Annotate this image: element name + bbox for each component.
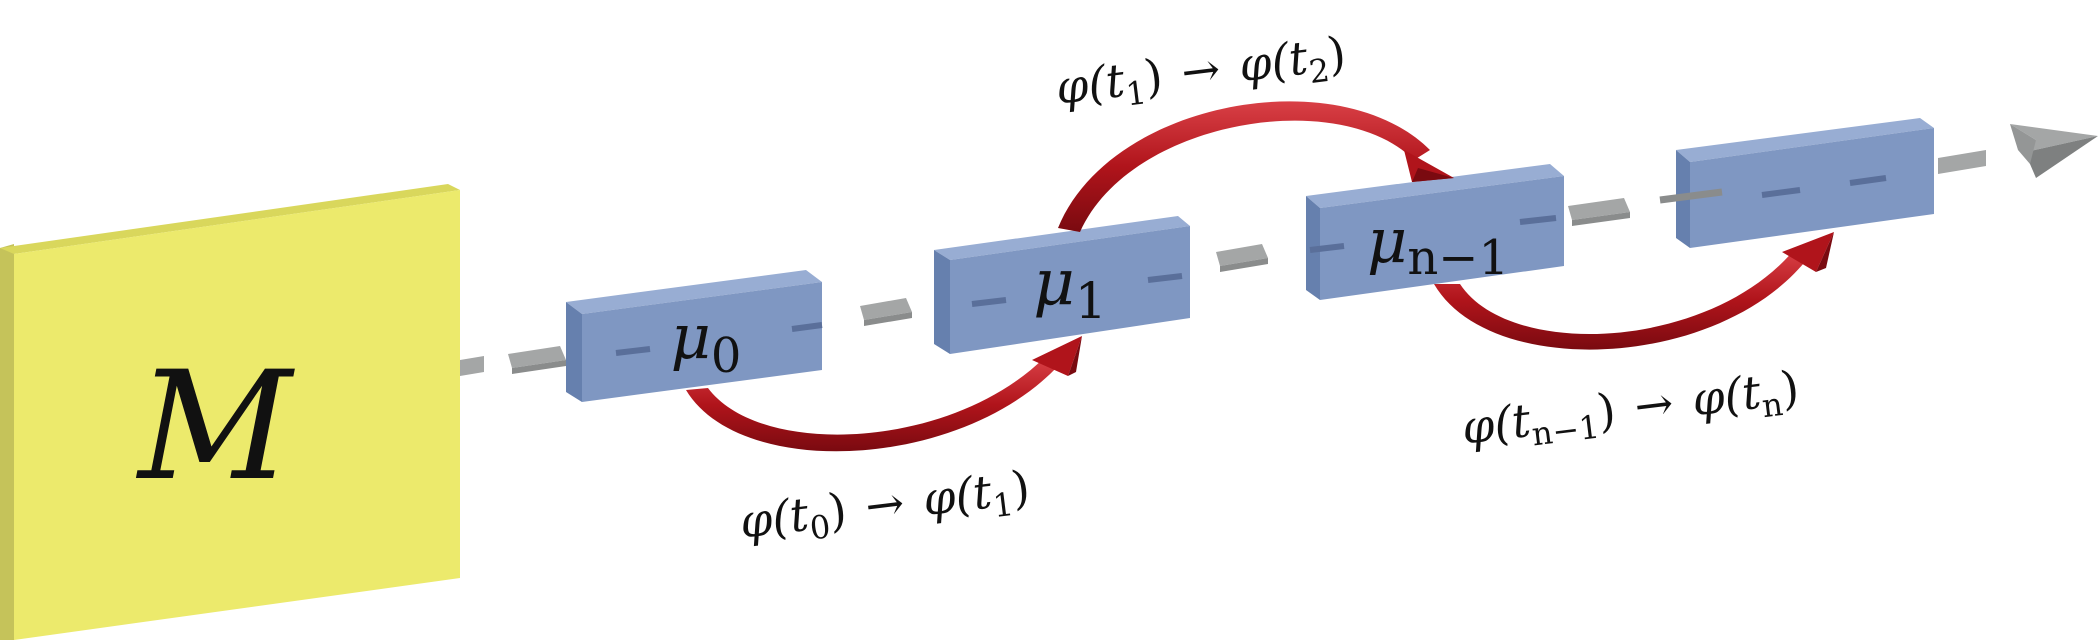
block-front [1690,128,1934,248]
connector-segment [1216,244,1268,266]
transition-arrowhead-2 [1782,232,1834,272]
block-dash [1849,175,1887,186]
block-dash [971,297,1007,307]
transition-arrows [686,101,1834,452]
transition-label-0: φ(t0) → φ(t1) [737,460,1034,556]
block-front [582,282,822,402]
block-label: μn−1 [1367,204,1509,286]
block-top [1676,118,1934,162]
connector-segment [1938,150,1986,174]
block-side [934,250,950,354]
arrowhead-side [2010,124,2036,164]
block-dash [1659,188,1723,204]
manifold-slab-side [0,244,14,640]
block-front [1320,176,1564,300]
arrowhead-bottom [2026,136,2098,178]
block-front [950,226,1190,354]
connector-segment [508,346,566,368]
block-side [566,302,582,402]
block-label: μ0 [671,300,742,384]
transition-arrowhead-0 [1032,336,1082,376]
connector-segment [460,356,484,376]
connector-segment [512,360,566,374]
transition-arrowhead-1-shade [1412,168,1454,182]
block-dash [1761,187,1801,198]
block-mu-1: μ1 [934,216,1190,354]
transition-label-1: φ(t1) → φ(t2) [1053,26,1350,122]
block-dash [615,346,651,356]
transition-arrow-2 [1434,250,1808,350]
transition-arrowhead-0-shade [1068,336,1082,376]
transition-labels: φ(t0) → φ(t1) φ(t1) → φ(t2) φ(tn−1) → φ(… [737,26,1803,556]
manifold-slab-front [14,190,460,640]
block-dash [1309,243,1345,253]
transition-arrow-0 [686,358,1058,452]
connector-segment [1220,258,1268,272]
block-final [1659,118,1934,248]
connector-segment [1568,198,1630,220]
output-arrowhead [2010,124,2098,178]
manifold-slab-top [0,184,460,254]
block-dash [791,322,823,332]
transition-arrow-1 [1058,101,1430,232]
block-mu-n-minus-1: μn−1 [1306,164,1564,300]
transition-arrowhead-2-shade [1816,232,1834,272]
connector-segment [1572,212,1630,226]
connectors [460,150,1986,376]
block-top [934,216,1190,260]
block-mu-0: μ0 [566,270,823,402]
block-label: μ1 [1033,246,1106,330]
connector-segment [860,298,912,320]
block-dash [1519,215,1557,225]
block-top [566,270,822,314]
manifold-label: M [135,340,295,514]
block-dash [1147,273,1183,283]
connector-segment [864,312,912,326]
manifold-slab: M [0,184,460,640]
block-top [1306,164,1564,208]
transition-label-2: φ(tn−1) → φ(tn) [1459,360,1803,462]
